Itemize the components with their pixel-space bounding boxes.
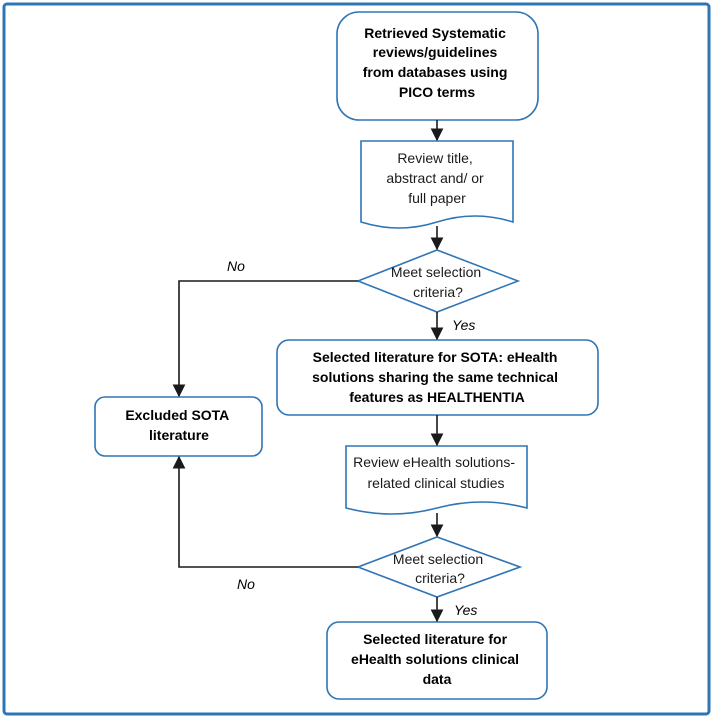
node-retrieved: Retrieved Systematic reviews/guidelines … bbox=[336, 11, 539, 121]
node-selected-sota: Selected literature for SOTA: eHealth so… bbox=[276, 339, 599, 416]
svg-text:Meet selection criteria?: Meet selection criteria? bbox=[393, 551, 487, 586]
node-decision-2: Meet selection criteria? bbox=[355, 536, 523, 598]
node-retrieved-line-2: reviews/guidelines bbox=[373, 44, 498, 60]
node-selected-clinical-line-3: data bbox=[423, 671, 452, 687]
node-decision-2-line-2: criteria? bbox=[415, 570, 465, 586]
node-selected-clinical-line-1: Selected literature for bbox=[363, 631, 507, 647]
node-review-ehealth-line-2: related clinical studies bbox=[368, 475, 505, 491]
node-selected-clinical: Selected literature for eHealth solution… bbox=[326, 621, 548, 700]
svg-text:Selected literature for SOTA:: Selected literature for SOTA: eHealth so… bbox=[312, 349, 562, 405]
node-excluded-line-2: literature bbox=[149, 427, 209, 443]
node-retrieved-line-4: PICO terms bbox=[399, 84, 475, 100]
node-review-title-line-1: Review title, bbox=[397, 150, 472, 166]
node-excluded-line-1: Excluded SOTA bbox=[125, 407, 229, 423]
edge-label-yes-1: Yes bbox=[452, 317, 475, 333]
node-retrieved-line-3: from databases using bbox=[363, 64, 508, 80]
node-decision-1-line-1: Meet selection bbox=[391, 264, 481, 280]
node-decision-2-line-1: Meet selection bbox=[393, 551, 483, 567]
node-review-title-line-2: abstract and/ or bbox=[386, 170, 484, 186]
arrow-decision-2-no-to-excluded bbox=[172, 455, 358, 568]
node-decision-1-line-2: criteria? bbox=[413, 284, 463, 300]
svg-text:Selected literature for: Selected literature for eHealth solution… bbox=[351, 631, 523, 687]
node-decision-1: Meet selection criteria? bbox=[355, 249, 521, 313]
arrow-decision-1-no-to-excluded bbox=[172, 280, 358, 398]
node-selected-clinical-line-2: eHealth solutions clinical bbox=[351, 651, 519, 667]
edge-label-no-2: No bbox=[237, 576, 255, 592]
node-selected-sota-line-2: solutions sharing the same technical bbox=[312, 369, 558, 385]
node-selected-sota-line-3: features as HEALTHENTIA bbox=[349, 389, 525, 405]
svg-text:Retrieved Systematic rev: Retrieved Systematic reviews/guidelines … bbox=[363, 25, 512, 100]
node-retrieved-line-1: Retrieved Systematic bbox=[364, 25, 506, 41]
edge-label-yes-2: Yes bbox=[454, 602, 477, 618]
svg-text:Review title, abstract a: Review title, abstract and/ or full pape… bbox=[386, 150, 487, 206]
node-review-title-line-3: full paper bbox=[408, 190, 466, 206]
node-review-title: Review title, abstract and/ or full pape… bbox=[360, 140, 514, 229]
svg-text:Review eHealth solutions-: Review eHealth solutions- related clinic… bbox=[353, 454, 519, 491]
node-review-ehealth-line-1: Review eHealth solutions- bbox=[353, 454, 515, 470]
node-review-ehealth: Review eHealth solutions- related clinic… bbox=[345, 445, 528, 515]
node-excluded: Excluded SOTA literature bbox=[94, 396, 263, 457]
svg-text:Excluded SOTA literature: Excluded SOTA literature bbox=[125, 407, 232, 443]
edge-label-no-1: No bbox=[227, 258, 245, 274]
node-selected-sota-line-1: Selected literature for SOTA: eHealth bbox=[313, 349, 558, 365]
svg-text:Meet selection criteria?: Meet selection criteria? bbox=[391, 264, 485, 300]
